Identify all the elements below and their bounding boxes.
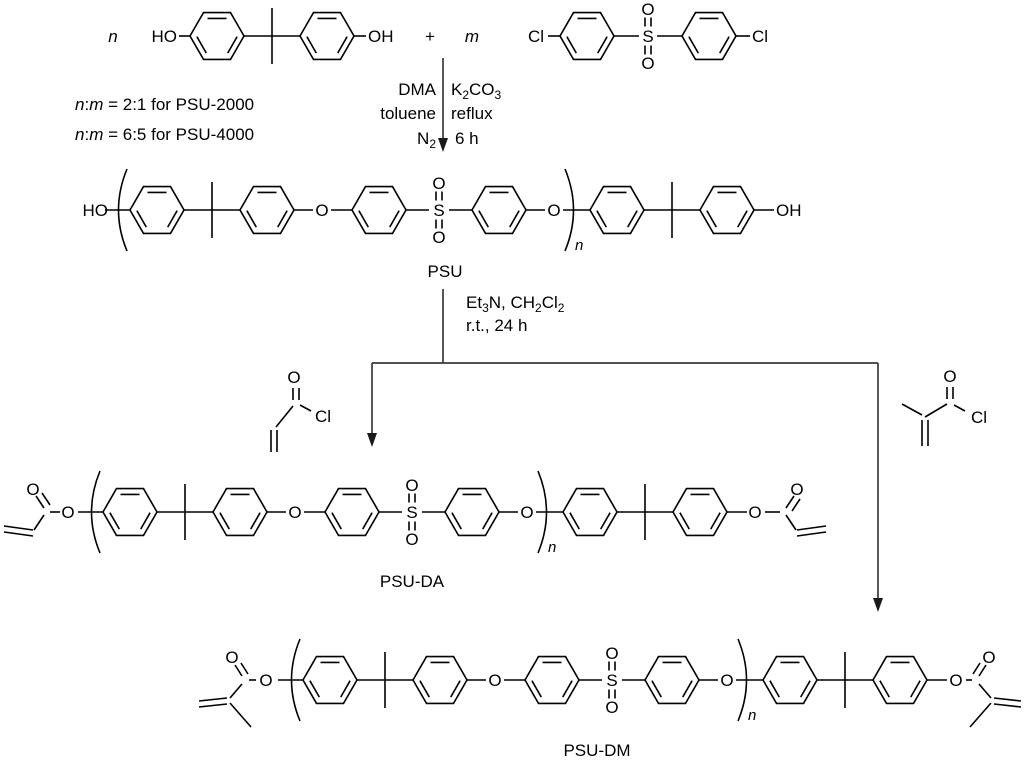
bisphenol-a-structure: n HO OH	[108, 8, 394, 64]
dcdps-structure: Cl Cl	[528, 0, 768, 74]
arrow-to-psu-da	[367, 363, 377, 447]
hydroxyl-label: HO	[83, 201, 109, 220]
label-psu: PSU	[428, 262, 463, 281]
ester-oxygen-label: O	[748, 503, 761, 522]
ester-oxygen-label: O	[61, 503, 74, 522]
plus-sign: +	[425, 27, 435, 46]
hydroxyl-label: HO	[152, 27, 178, 46]
carbonyl-oxygen-label: O	[287, 368, 300, 387]
condition-temperature: reflux	[451, 104, 493, 123]
ratio-note-1: n:m = 2:1 for PSU-2000	[75, 95, 254, 114]
benzene-ring	[299, 11, 355, 61]
ester-oxygen-label: O	[949, 671, 962, 690]
step1-arrow	[438, 58, 448, 152]
polysulfone-backbone	[78, 471, 747, 556]
acryloyl-chloride-structure: O Cl	[270, 368, 331, 452]
ester-oxygen-label: O	[259, 671, 272, 690]
benzene-ring	[681, 11, 737, 61]
carbonyl-oxygen-label: O	[943, 367, 956, 386]
hydroxyl-label: OH	[368, 27, 394, 46]
psu-dm-structure: O O O O	[198, 639, 1022, 728]
methacryloyl-chloride-structure: O Cl	[901, 367, 987, 446]
arrow-to-psu-dm	[873, 363, 883, 612]
label-psu-da: PSU-DA	[380, 572, 445, 591]
chlorine-label: Cl	[971, 408, 987, 427]
carbonyl-oxygen-label: O	[225, 648, 238, 667]
sulfonyl-group	[640, 0, 656, 74]
coefficient-m: m	[465, 27, 479, 46]
ratio-note-2: n:m = 6:5 for PSU-4000	[75, 125, 254, 144]
step2-connector	[367, 289, 883, 612]
condition-base: K2CO3	[451, 80, 502, 102]
condition-atmosphere: N2	[417, 129, 436, 151]
carbonyl-oxygen-label: O	[790, 480, 803, 499]
polysulfone-backbone	[278, 639, 947, 724]
psu-da-structure: O O O O	[3, 471, 827, 556]
coefficient-n: n	[108, 27, 117, 46]
condition-cosolvent: toluene	[380, 104, 436, 123]
carbonyl-oxygen-label: O	[982, 648, 995, 667]
condition-solvent: DMA	[398, 80, 436, 99]
chlorine-label: Cl	[752, 27, 768, 46]
benzene-ring	[189, 11, 245, 61]
condition-time: 6 h	[455, 129, 479, 148]
hydroxyl-label: OH	[776, 201, 802, 220]
chlorine-label: Cl	[315, 407, 331, 426]
condition-rt-time: r.t., 24 h	[466, 316, 527, 335]
psu-structure: HO OH	[83, 169, 802, 254]
polysulfone-backbone	[105, 169, 774, 254]
chlorine-label: Cl	[528, 27, 544, 46]
benzene-ring	[559, 11, 615, 61]
label-psu-dm: PSU-DM	[563, 741, 630, 760]
condition-reagents: Et3N, CH2Cl2	[466, 293, 565, 315]
carbonyl-oxygen-label: O	[26, 480, 39, 499]
